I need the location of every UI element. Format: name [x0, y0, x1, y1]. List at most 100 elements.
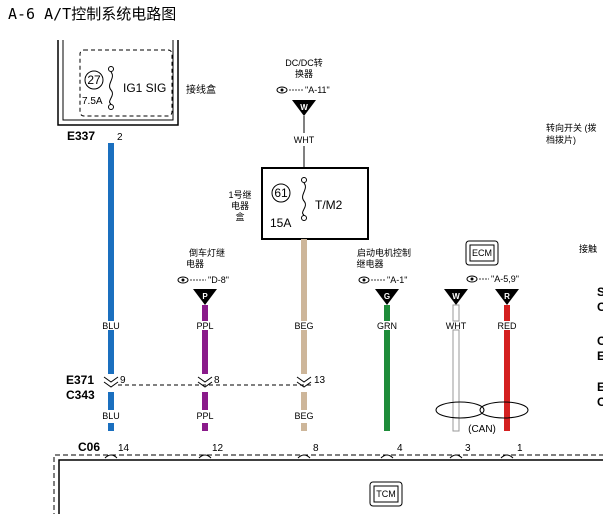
- connector-chevron: [197, 376, 213, 388]
- relay-box-label-1: 1号继: [228, 189, 251, 200]
- connector-e337-pin: 2: [117, 132, 123, 143]
- dcdc-wire-color: WHT: [294, 135, 315, 145]
- connector-e371-c343: E371 C343 9 8 13: [66, 373, 326, 402]
- eye-icon: [276, 86, 288, 94]
- diagram-title: A-6 A/T控制系统电路图: [8, 5, 176, 23]
- eye-icon: [466, 275, 478, 283]
- dcdc-label-1: DC/DC转: [285, 57, 323, 68]
- tcm-label: TCM: [376, 489, 396, 499]
- fuse-27-rating: 7.5A: [82, 96, 103, 107]
- can-twist-ellipse: [479, 401, 529, 419]
- turn-switch-label-1: 转向开关 (拨: [546, 122, 597, 133]
- fuse-27-name: IG1 SIG: [123, 81, 166, 95]
- fuse-27-terminal-top: [108, 66, 114, 72]
- connector-c06-pin: 8: [313, 443, 319, 454]
- dcdc-label-2: 换器: [295, 68, 313, 79]
- cut-label-5: E: [597, 380, 603, 394]
- contact-label: 接触: [579, 243, 597, 254]
- fuse-61-terminal-top: [301, 177, 307, 183]
- can-twisted-pair: (CAN): [435, 401, 529, 435]
- fuse-61-rating: 15A: [270, 216, 291, 230]
- junction-box-inner: [62, 40, 174, 121]
- starter-relay-ref: "A-1": [387, 275, 407, 285]
- wire-red-upper: [504, 305, 510, 321]
- junction-box-outer: [57, 40, 179, 126]
- starter-relay-label-1: 启动电机控制: [357, 247, 411, 258]
- wire-color-label: PPL: [196, 321, 213, 331]
- wire-grn-lower: [384, 330, 390, 431]
- ecm-w-terminal-triangle: [444, 289, 468, 305]
- fuse-61-name: T/M2: [315, 198, 343, 212]
- tcm-inner: [373, 485, 399, 503]
- starter-relay-label-2: 继电器: [356, 258, 383, 269]
- reverse-relay-label-2: 电器: [186, 258, 204, 269]
- wire-red-lower: [504, 330, 510, 431]
- dcdc-terminal-letter: W: [300, 103, 308, 112]
- reverse-relay-terminal-triangle: [193, 289, 217, 305]
- wire-color-label: GRN: [377, 321, 397, 331]
- wire-beg-lower: [301, 392, 307, 410]
- wire-color-label: PPL: [196, 411, 213, 421]
- connector-c343: C343: [66, 388, 95, 402]
- dcdc-converter: DC/DC转 换器 "A-11" W WHT: [276, 57, 330, 168]
- wire-grn-upper: [384, 305, 390, 321]
- cut-label-2: C: [597, 300, 603, 314]
- wire-blu-bottom: [108, 423, 114, 431]
- can-twist-ellipse: [435, 401, 485, 419]
- junction-box-label: 接线盒: [186, 83, 216, 96]
- wire-color-label: BLU: [102, 321, 120, 331]
- connector-c06-pin: 3: [465, 443, 471, 454]
- wire-color-labels-top: BLU PPL BEG GRN WHT RED: [102, 321, 517, 331]
- connector-c06: C06: [78, 440, 100, 454]
- starter-relay-terminal-letter: G: [384, 292, 390, 301]
- wire-color-label: BLU: [102, 411, 120, 421]
- tcm-box-border: [58, 459, 603, 514]
- right-side-labels: 转向开关 (拨 档拨片) 接触 S C C E E C: [546, 122, 603, 409]
- ecm-ref: "A-5,9": [491, 274, 519, 284]
- fuse-61-element: [302, 182, 306, 216]
- reverse-relay-label-1: 倒车灯继: [189, 247, 225, 258]
- fuse-27-circle: [84, 70, 104, 90]
- wire-ppl-bottom: [202, 423, 208, 431]
- wire-wht-upper: [452, 304, 460, 322]
- connector-c06-pin: 4: [397, 443, 403, 454]
- connector-c06-pin: 1: [517, 443, 523, 454]
- connector-c06-pin: 14: [118, 443, 130, 454]
- fuse-box-dashed: [79, 49, 173, 117]
- ecm-inner: [469, 244, 495, 262]
- starter-relay-terminal-triangle: [375, 289, 399, 305]
- starter-control-relay: 启动电机控制 继电器 "A-1" G: [356, 247, 411, 305]
- wire-blu-middle: [108, 330, 114, 374]
- cut-label-6: C: [597, 395, 603, 409]
- can-label: (CAN): [468, 424, 496, 435]
- wire-beg-bottom: [301, 423, 307, 431]
- connector-chevron: [103, 376, 119, 388]
- wire-color-labels-bottom: BLU PPL BEG: [102, 411, 313, 421]
- tcm-dashed-border: [53, 454, 603, 514]
- wire-ppl-upper: [202, 305, 208, 321]
- fuse-27-terminal-bottom: [108, 104, 114, 110]
- fuse-27-number: 27: [87, 73, 101, 87]
- wire-wht-lower: [452, 329, 460, 432]
- connector-e371-pin: 13: [314, 375, 326, 386]
- wires: [108, 143, 510, 432]
- junction-box: 27 7.5A IG1 SIG 接线盒 E337 2: [57, 40, 216, 143]
- reverse-relay-terminal-letter: P: [202, 292, 208, 301]
- relay-box-label-2: 电器: [231, 200, 249, 211]
- ecm-w-terminal-letter: W: [452, 292, 460, 301]
- wire-ppl-middle: [202, 330, 208, 374]
- wire-beg-middle: [301, 330, 307, 374]
- dcdc-ref: "A-11": [305, 85, 330, 95]
- wire-color-label: RED: [497, 321, 517, 331]
- connector-e371-pin: 8: [214, 375, 220, 386]
- wire-color-label: BEG: [294, 411, 313, 421]
- reverse-relay-ref: "D-8": [208, 275, 229, 285]
- cut-label-4: E: [597, 349, 603, 363]
- relay-box-1: 1号继 电器 盒 61 15A T/M2: [228, 167, 369, 240]
- relay-box-label-3: 盒: [235, 211, 244, 222]
- pin-arcs: [104, 454, 514, 459]
- connector-c06-pin: 12: [212, 443, 224, 454]
- eye-icon: [358, 276, 370, 284]
- eye-icon: [177, 276, 189, 284]
- connector-chevron: [296, 376, 312, 388]
